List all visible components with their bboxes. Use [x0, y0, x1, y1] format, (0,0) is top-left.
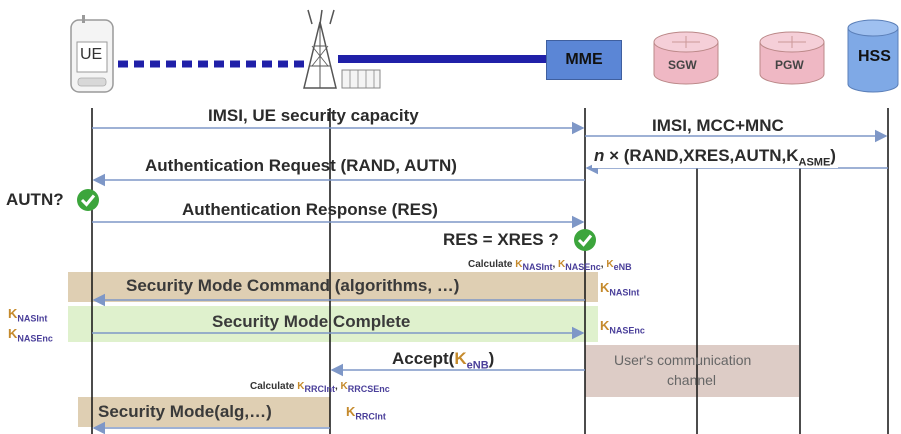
calc-nas-keys: Calculate KNASInt, KNASEnc, KeNB — [468, 259, 632, 272]
k-letter: K — [515, 259, 523, 270]
calc-rrc-keys: Calculate KRRCInt, KRRCSEnc — [250, 381, 390, 394]
ue-label: UE — [80, 46, 103, 63]
k-sub-enb: eNB — [613, 262, 632, 272]
sep: , — [334, 381, 338, 392]
pgw-label: PGW — [775, 58, 804, 72]
hss-database-icon — [846, 18, 900, 94]
vector-sub: ASME — [798, 156, 831, 169]
k-nasint-ue: KNASInt — [8, 306, 47, 324]
k-letter: K — [606, 259, 614, 270]
calc1-text: Calculate — [468, 259, 513, 270]
vector-n: n — [594, 146, 605, 165]
k-letter: K — [558, 259, 566, 270]
k-sub-nasint: NASInt — [609, 287, 640, 298]
k-letter: K — [340, 381, 348, 392]
k-rrcint-enb: KRRCInt — [346, 404, 386, 422]
msg-auth-vectors: n × (RAND,XRES,AUTN,KASME) — [592, 146, 838, 169]
enb-tower-icon — [300, 8, 390, 94]
msg-imsi-ue-cap: IMSI, UE security capacity — [208, 106, 419, 125]
check-icon-autn — [76, 188, 100, 212]
mme-node: MME — [546, 40, 622, 80]
msg-accept: Accept(KeNB) — [392, 349, 494, 371]
k-sub-rrcsenc: RRCSEnc — [347, 384, 390, 394]
k-letter: K — [8, 326, 18, 341]
sep: , — [600, 259, 604, 270]
k-letter: K — [600, 318, 610, 333]
users-channel-line1: User's communication — [614, 352, 752, 368]
accept-text: Accept( — [392, 349, 455, 368]
k-sub-enb: eNB — [466, 359, 489, 372]
autn-check-label: AUTN? — [6, 190, 64, 209]
pgw-database-icon — [758, 30, 826, 86]
user-channel-band — [585, 345, 799, 397]
ue-phone-icon — [68, 12, 116, 96]
msg-imsi-mcc-mnc: IMSI, MCC+MNC — [652, 116, 784, 135]
mme-label: MME — [565, 51, 603, 68]
k-letter: K — [297, 381, 305, 392]
msg-sec-mode-alg: Security Mode(alg,…) — [98, 402, 272, 421]
k-letter: K — [454, 349, 467, 368]
backhaul-link — [338, 55, 546, 63]
msg-auth-response: Authentication Response (RES) — [182, 200, 438, 219]
users-channel-line2: channel — [667, 372, 717, 388]
k-sub-rrcint: RRCInt — [304, 384, 335, 394]
res-check-label: RES = XRES ? — [443, 230, 559, 249]
sgw-label: SGW — [668, 58, 697, 72]
msg-sec-mode-complete: Security Mode Complete — [212, 312, 411, 331]
k-letter: K — [600, 280, 610, 295]
security-mode-alg-band — [78, 397, 330, 427]
security-mode-command-band — [68, 272, 598, 302]
security-mode-complete-band — [68, 306, 598, 342]
k-sub-nasint: NASInt — [522, 262, 553, 272]
msg-auth-request: Authentication Request (RAND, AUTN) — [145, 156, 457, 175]
k-nasenc-ue: KNASEnc — [8, 326, 53, 344]
check-icon-res — [573, 228, 597, 252]
sgw-database-icon — [652, 30, 720, 86]
k-nasint-mme: KNASInt — [600, 280, 639, 298]
hss-label: HSS — [858, 48, 891, 65]
k-sub-nasenc: NASEnc — [609, 325, 645, 336]
k-sub-nasenc: NASEnc — [565, 262, 601, 272]
calc2-text: Calculate — [250, 381, 295, 392]
msg-sec-mode-cmd: Security Mode Command (algorithms, …) — [126, 276, 460, 295]
k-letter: K — [346, 404, 356, 419]
k-sub-nasint: NASInt — [17, 313, 48, 324]
k-letter: K — [8, 306, 18, 321]
k-sub-rrcint: RRCInt — [355, 411, 386, 422]
sep: , — [552, 259, 556, 270]
vector-close: ) — [830, 146, 836, 165]
k-sub-nasenc: NASEnc — [17, 333, 53, 344]
accept-close: ) — [488, 349, 495, 368]
k-nasenc-mme: KNASEnc — [600, 318, 645, 336]
vector-text: × (RAND,XRES,AUTN,K — [604, 146, 799, 165]
